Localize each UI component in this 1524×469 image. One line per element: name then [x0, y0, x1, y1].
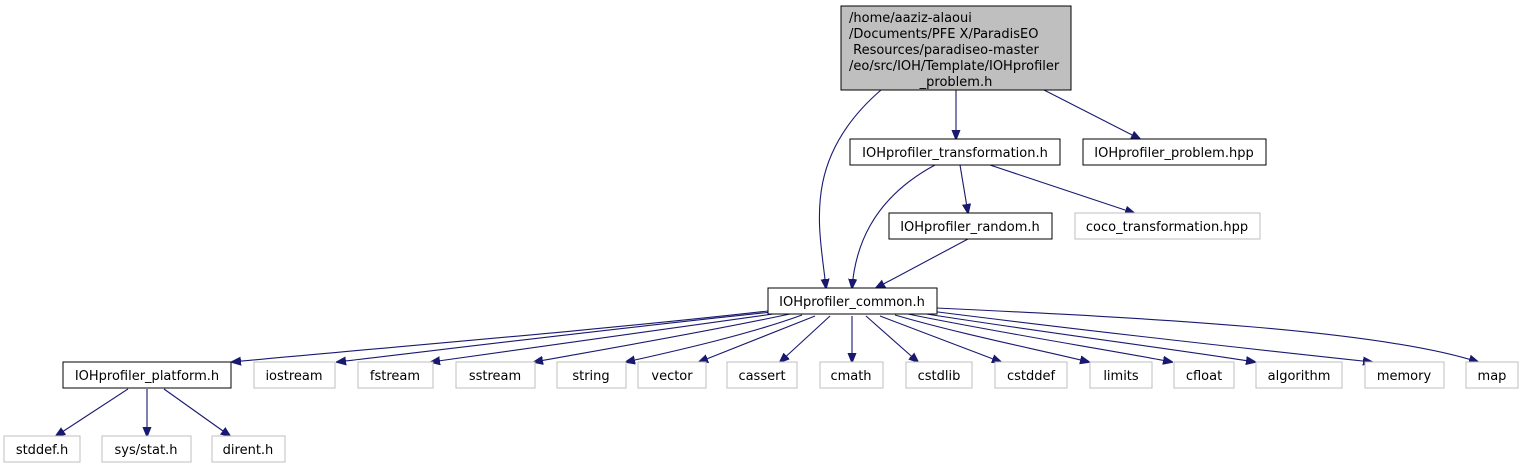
node-memory: memory [1364, 361, 1445, 389]
edge-platform-to-dirent [163, 388, 230, 436]
root-line-2: /Documents/PFE X/ParadisEO [849, 27, 1038, 42]
edge-common-to-cstdlib [865, 315, 918, 362]
edge-common-to-cfloat [907, 313, 1172, 362]
edges [56, 89, 1478, 436]
node-transformation-h[interactable]: IOHprofiler_transformation.h [849, 138, 1061, 166]
root-line-4: /eo/src/IOH/Template/IOHprofiler [849, 59, 1060, 74]
node-label: iostream [265, 369, 322, 384]
node-label: cstdlib [918, 369, 961, 384]
node-label: IOHprofiler_platform.h [75, 369, 219, 384]
node-label: sys/stat.h [115, 443, 178, 458]
node-label: sstream [469, 369, 521, 384]
edge-transformation-to-coco [989, 164, 1134, 213]
node-fstream: fstream [357, 361, 434, 389]
node-label: stddef.h [16, 443, 68, 458]
node-dirent-h: dirent.h [211, 435, 286, 463]
node-iostream: iostream [253, 361, 336, 389]
edge-transformation-to-common [852, 164, 936, 288]
edge-common-to-platform [232, 310, 769, 362]
node-limits: limits [1089, 361, 1153, 389]
node-label: IOHprofiler_transformation.h [862, 146, 1048, 161]
edge-common-to-cstddef [879, 315, 1001, 362]
node-map: map [1465, 361, 1519, 389]
node-vector: vector [637, 361, 707, 389]
edge-common-to-map [935, 307, 1478, 362]
edge-common-to-limits [894, 314, 1089, 362]
edge-common-to-vector [699, 315, 816, 362]
node-label: vector [651, 369, 693, 384]
node-cstdlib: cstdlib [905, 361, 973, 389]
edge-common-to-algorithm [919, 312, 1255, 362]
node-cassert: cassert [726, 361, 798, 389]
node-label: dirent.h [223, 443, 274, 458]
node-string: string [556, 361, 627, 389]
node-label: cassert [738, 369, 785, 384]
edge-common-to-memory [929, 310, 1372, 362]
root-line-5: _problem.h [919, 75, 993, 90]
node-label: coco_transformation.hpp [1086, 220, 1248, 235]
node-problem-hpp[interactable]: IOHprofiler_problem.hpp [1082, 138, 1267, 166]
root-line-1: /home/aaziz-alaoui [849, 11, 972, 26]
node-sstream: sstream [455, 361, 536, 389]
node-root-problem-h[interactable]: /home/aaziz-alaoui /Documents/PFE X/Para… [840, 5, 1072, 91]
node-label: IOHprofiler_random.h [900, 220, 1040, 235]
edge-common-to-fstream [431, 312, 781, 362]
node-label: IOHprofiler_problem.hpp [1094, 146, 1253, 161]
node-cstddef: cstddef [994, 361, 1068, 389]
edge-root-to-common [818, 89, 882, 288]
node-random-h[interactable]: IOHprofiler_random.h [888, 212, 1053, 240]
node-label: cmath [830, 369, 871, 384]
edge-platform-to-stddef [56, 388, 129, 436]
node-coco-transformation-hpp: coco_transformation.hpp [1074, 212, 1261, 240]
node-label: fstream [370, 369, 420, 384]
node-label: memory [1377, 369, 1432, 384]
node-label: limits [1103, 369, 1139, 384]
edge-random-to-common [876, 238, 969, 288]
node-label: string [572, 369, 609, 384]
edge-common-to-cassert [780, 315, 831, 362]
node-platform-h[interactable]: IOHprofiler_platform.h [62, 361, 232, 389]
node-algorithm: algorithm [1255, 361, 1343, 389]
node-label: cfloat [1186, 369, 1222, 384]
edge-common-to-iostream [337, 311, 773, 362]
node-label: algorithm [1268, 369, 1331, 384]
edge-common-to-sstream [534, 313, 791, 362]
node-cmath: cmath [819, 361, 884, 389]
edge-common-to-string [626, 314, 803, 362]
node-label: map [1478, 369, 1507, 384]
node-sys-stat-h: sys/stat.h [101, 435, 192, 463]
edge-root-to-problem-hpp [1043, 89, 1140, 139]
node-label: IOHprofiler_common.h [779, 295, 925, 310]
node-label: cstddef [1007, 369, 1056, 384]
root-line-3: Resources/paradiseo-master [849, 43, 1039, 58]
node-cfloat: cfloat [1173, 361, 1235, 389]
node-stddef-h: stddef.h [3, 435, 81, 463]
edge-transformation-to-random [959, 164, 968, 213]
nodes: /home/aaziz-alaoui /Documents/PFE X/Para… [3, 5, 1519, 463]
node-common-h[interactable]: IOHprofiler_common.h [767, 287, 938, 315]
